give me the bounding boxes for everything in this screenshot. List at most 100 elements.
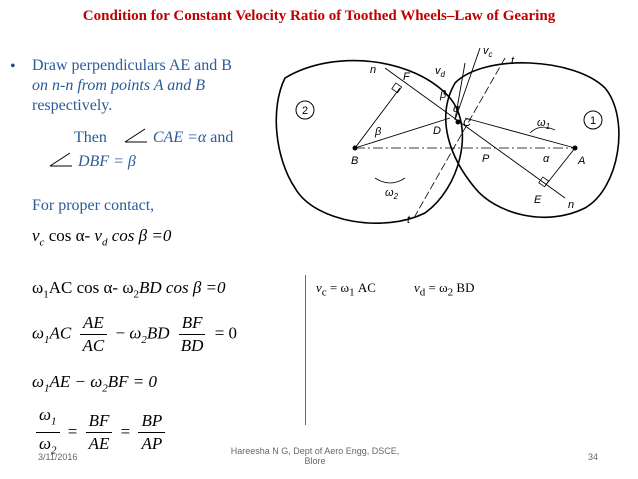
right-angle-e [538,176,550,188]
eq3-omega2: ω [129,323,142,343]
right-angle-f [391,82,403,94]
dbf-line: DBF = β [48,152,136,172]
eq5-frac1-num: BF [85,410,113,434]
label-t-top: t [511,55,515,67]
side2-lhs: v [414,280,420,295]
side1-rhs: = ω [326,280,350,295]
eq5-d0: ω [39,434,52,454]
bullet-line1: Draw perpendiculars AE and B [32,57,232,74]
eq3-omega2-sub: 2 [141,333,147,346]
wheel-1-outline [444,62,620,219]
bullet-line3: respectively. [32,97,113,114]
equation-1: vc cos α- vd cos β =0 [32,226,171,248]
eq3-ac: AC [49,323,72,343]
normal-line [384,67,566,199]
label-vc: vc [483,45,493,59]
side1-rhs-end: AC [354,280,376,295]
gear-diagram: n F vd vc t 2 1 β β α α D C P B A E ω1 ω… [275,45,620,226]
label-beta-b: β [374,126,382,138]
eq5-n0: ω [39,405,52,424]
label-omega1-sub: 1 [546,122,550,131]
eq3-frac2-num: BF [178,312,206,335]
then-text: Then [74,129,107,146]
label-omega2-main: ω [385,187,394,199]
eq3-bd: BD [146,323,170,343]
eq5-n0-sub: 1 [51,415,57,428]
label-wheel-2: 2 [302,105,308,117]
bullet-line2: on n-n from points A and B [32,77,206,94]
label-e: E [534,194,542,206]
bullet-text: Draw perpendiculars AE and B on n-n from… [32,56,232,116]
label-alpha-a: α [543,153,550,165]
label-vd-main: v [435,65,442,77]
and-text: and [210,129,234,146]
label-beta-top: β [439,89,447,101]
footer-author-line2: Blore [304,456,326,466]
eq3-omega1-sub: 1 [44,333,50,346]
label-b: B [351,155,358,167]
label-wheel-1: 1 [590,115,596,127]
eq3-end: = 0 [214,323,238,343]
eq5-frac2-den: AP [141,434,163,454]
divider-line [305,275,306,425]
omega2-arc [374,177,406,184]
label-t-bottom: t [407,214,411,226]
line-ac [464,117,576,149]
eq5-frac2-num: BP [138,410,166,434]
eq5-d0-sub: 2 [51,444,57,457]
eq1-cos-alpha: cos α- [44,226,95,245]
eq1-vd-sub: d [101,236,108,249]
side2-rhs-sub: 2 [447,286,454,299]
eq3-omega1: ω [32,323,45,343]
line-ae [544,147,576,187]
point-a [572,145,578,151]
footer-author: Hareesha N G, Dept of Aero Engg, DSCE, B… [220,446,410,466]
eq3-frac2-den: BD [180,336,204,355]
side1-lhs: v [316,280,322,295]
omega1-arc [529,126,556,134]
eq1-vc: v [32,226,40,245]
eq1-cos-beta: cos β =0 [107,226,172,245]
eq5-frac0-num: ω1 [36,404,60,434]
slide-title: Condition for Constant Velocity Ratio of… [82,8,556,24]
tangent-line [414,57,506,217]
line-bd [354,117,451,149]
footer-page-number: 34 [588,452,599,462]
footer-date: 3/11/2016 [38,452,78,462]
label-c: C [463,117,471,129]
eq2-omega1-sub: 1 [43,288,49,301]
label-vc-main: v [483,45,490,57]
eq1-vd: v [94,226,102,245]
eq3-frac1-den: AC [82,336,105,355]
eq4-omega1: ω [32,372,45,391]
side2-rhs-end: BD [453,280,475,295]
label-a: A [577,155,585,167]
eq2-omega2: ω [122,278,134,297]
label-omega1: ω1 [537,117,550,131]
wheel-1-marker [583,110,603,130]
angle-icon [49,152,72,167]
eq1-vc-sub: c [39,236,45,249]
eq5-frac0-den: ω2 [36,433,60,461]
point-c [455,119,461,125]
side2-rhs: = ω [425,280,448,295]
label-omega2: ω2 [385,187,399,201]
label-omega1-main: ω [537,117,546,129]
bullet-icon: • [10,58,16,75]
footer-author-line1: Hareesha N G, Dept of Aero Engg, DSCE, [230,446,400,456]
label-vd: vd [435,65,446,79]
label-vc-sub: c [489,50,493,59]
eq4-omega2: ω [90,372,103,391]
eq4-ae: AE − [49,372,91,391]
label-n-top: n [370,64,376,76]
wheel-2-marker [295,100,315,120]
eq2-mid: AC cos α- [48,278,123,297]
side1-lhs-sub: c [321,286,327,299]
vd-arrow [454,62,466,121]
eq4-omega2-sub: 2 [102,382,108,395]
